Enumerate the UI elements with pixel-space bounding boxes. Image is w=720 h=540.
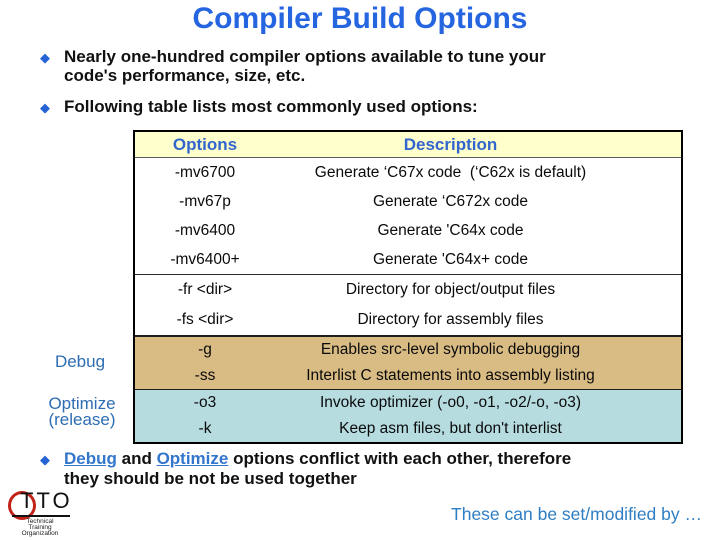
- description-cell: Keep asm files, but don't interlist: [339, 420, 562, 437]
- logo-subtext-line: Technical: [26, 518, 54, 525]
- option-cell: -fs <dir>: [176, 311, 234, 328]
- side-label-optimize: Optimize (release): [42, 394, 122, 429]
- logo-ellipse-icon: [8, 491, 36, 520]
- table-row: -g Enables src-level symbolic debugging: [135, 337, 681, 363]
- side-label-optimize-line: Optimize: [48, 394, 116, 413]
- description-cell: Generate ‘C67x code (‘C62x is default): [314, 163, 587, 181]
- bullet-text: Following table lists most commonly used…: [64, 97, 478, 116]
- bullet-item-conflict-warning: Debug and Optimize options conflict with…: [40, 449, 700, 489]
- bullet-line: Debug and Optimize options conflict with…: [64, 449, 571, 469]
- table-row: -mv6700 Generate ‘C67x code (‘C62x is de…: [135, 158, 681, 187]
- bullet-line: code's performance, size, etc.: [64, 66, 306, 85]
- tto-logo: TTO Technical Training Organization: [8, 487, 80, 540]
- side-label-optimize-line: (release): [48, 410, 116, 429]
- table-row: -fs <dir> Directory for assembly files: [135, 305, 681, 335]
- bullet-diamond-icon: [40, 48, 50, 67]
- table-group-optimize: -o3 Invoke optimizer (-o0, -o1, -o2/-o, …: [135, 390, 681, 442]
- bullet-line: Following table lists most commonly used…: [64, 97, 478, 116]
- option-cell: -mv6700: [174, 163, 236, 181]
- option-cell: -k: [198, 420, 212, 437]
- bullet-text: Nearly one-hundred compiler options avai…: [64, 47, 546, 85]
- footer-note: These can be set/modified by …: [451, 504, 702, 524]
- table-group-target-selection: -mv6700 Generate ‘C67x code (‘C62x is de…: [135, 158, 681, 275]
- table-row: -o3 Invoke optimizer (-o0, -o1, -o2/-o, …: [135, 390, 681, 416]
- bullet-line: they should be not be used together: [64, 469, 357, 488]
- description-cell: Generate 'C64x+ code: [372, 250, 529, 268]
- option-cell: -mv6400+: [170, 250, 240, 268]
- table-row: -ss Interlist C statements into assembly…: [135, 363, 681, 389]
- table-group-debug: -g Enables src-level symbolic debugging …: [135, 337, 681, 390]
- option-cell: -ss: [194, 367, 216, 384]
- logo-acronym: TTO: [20, 488, 73, 513]
- table-row: -mv67p Generate ‘C672x code: [135, 187, 681, 216]
- page-title: Compiler Build Options: [192, 2, 528, 35]
- description-cell: Enables src-level symbolic debugging: [320, 341, 581, 358]
- description-cell: Directory for object/output files: [345, 281, 556, 298]
- column-header-description: Description: [403, 134, 498, 154]
- bullet-line: Nearly one-hundred compiler options avai…: [64, 47, 546, 66]
- optimize-link[interactable]: Optimize: [156, 449, 229, 468]
- table-row: -mv6400 Generate 'C64x code: [135, 216, 681, 245]
- side-label-debug: Debug: [54, 352, 106, 371]
- description-cell: Generate ‘C672x code: [372, 192, 529, 210]
- table-group-directories: -fr <dir> Directory for object/output fi…: [135, 275, 681, 337]
- logo-subtext-line: Training: [28, 523, 52, 531]
- bullet-diamond-icon: [40, 98, 50, 117]
- debug-link[interactable]: Debug: [64, 449, 117, 468]
- option-cell: -mv6400: [174, 221, 236, 239]
- bullet-item-table-intro: Following table lists most commonly used…: [40, 97, 670, 117]
- table-header-row: Options Description: [135, 132, 681, 158]
- option-cell: -mv67p: [179, 192, 231, 210]
- option-cell: -g: [198, 341, 212, 358]
- description-cell: Interlist C statements into assembly lis…: [306, 367, 595, 384]
- description-cell: Generate 'C64x code: [377, 221, 524, 239]
- option-cell: -o3: [193, 394, 217, 411]
- table-row: -mv6400+ Generate 'C64x+ code: [135, 245, 681, 274]
- table-row: -k Keep asm files, but don't interlist: [135, 416, 681, 442]
- plain-text: options conflict with each other, theref…: [228, 449, 572, 468]
- bullet-diamond-icon: [40, 450, 50, 469]
- plain-text: and: [116, 449, 157, 468]
- description-cell: Invoke optimizer (-o0, -o1, -o2/-o, -o3): [319, 394, 582, 411]
- logo-subtext-line: Organization: [21, 529, 59, 537]
- description-cell: Directory for assembly files: [357, 311, 544, 328]
- option-cell: -fr <dir>: [177, 281, 233, 298]
- table-row: -fr <dir> Directory for object/output fi…: [135, 275, 681, 305]
- logo-underline: [12, 515, 70, 517]
- bullet-text: Debug and Optimize options conflict with…: [64, 449, 571, 489]
- bullet-item-compiler-options: Nearly one-hundred compiler options avai…: [40, 47, 670, 85]
- logo-subtext: Technical Training Organization: [6, 518, 74, 537]
- compiler-options-table: Options Description -mv6700 Generate ‘C6…: [133, 130, 683, 444]
- column-header-options: Options: [172, 134, 238, 154]
